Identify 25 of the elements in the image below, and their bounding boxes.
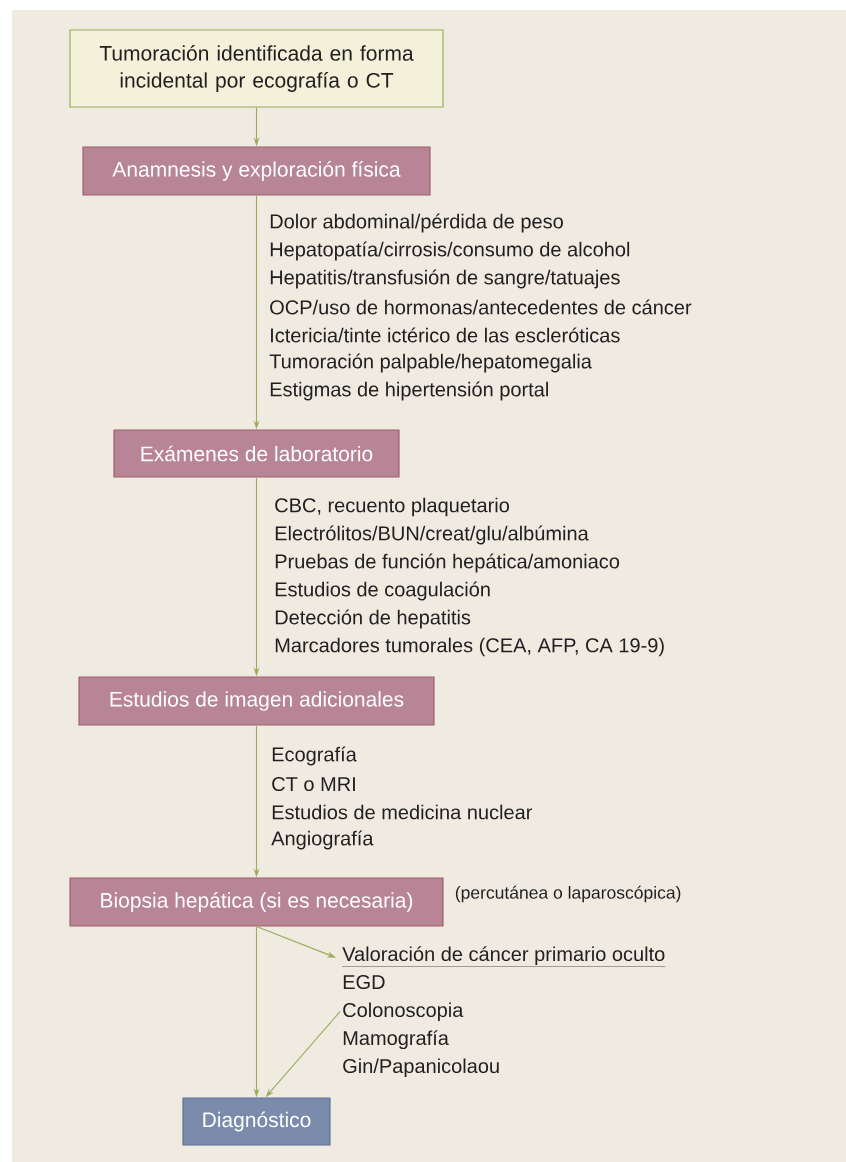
list-item: Hepatopatía/cirrosis/consumo de alcohol [270, 241, 630, 261]
list-item: CT o MRI [272, 776, 355, 792]
list-item: Marcadores tumorales (CEA, AFP, CA 19-9) [275, 637, 664, 657]
list-item: Detección de hepatitis [275, 609, 471, 629]
process-box: Exámenes de laboratorio [113, 429, 400, 478]
text-block: Valoración de cáncer primario oculto EGD Colonoscopia Mamografía Gin/Papanicolaou [342, 946, 666, 1078]
note-text: (percutánea o laparoscópica) [455, 885, 681, 903]
list-item: CBC, recuento plaquetario [275, 497, 509, 517]
list-item: Estudios de coagulación [275, 581, 490, 601]
list-item: Electrólitos/BUN/creat/glu/albúmina [275, 525, 589, 545]
list-item: Estigmas de hipertensión portal [270, 381, 548, 401]
list-item: Pruebas de función hepática/amoniaco [275, 553, 620, 573]
list-item: Ecografía [272, 746, 357, 766]
process-box: Estudios de imagen adicionales [78, 676, 435, 726]
list-item: OCP/uso de hormonas/antecedentes de cáncer [270, 299, 692, 315]
process-box: Anamnesis y exploración física [82, 146, 431, 196]
result-box: Diagnóstico [182, 1097, 331, 1146]
list-item: Hepatitis/transfusión de sangre/tatuajes [270, 269, 620, 289]
list-item: Ictericia/tinte ictérico de las escleróticas [271, 327, 620, 343]
list-item: Estudios de medicina nuclear [272, 804, 533, 820]
start-box: Tumoración identificada en forma incidental por ecografía o CT [69, 29, 444, 108]
list-item: Tumoración palpable/hepatomegalia [269, 353, 592, 373]
list-item: Angiografía [271, 830, 374, 850]
list-item: Dolor abdominal/pérdida de peso [270, 213, 563, 233]
process-box: Biopsia hepática (si es necesaria) [69, 877, 444, 927]
